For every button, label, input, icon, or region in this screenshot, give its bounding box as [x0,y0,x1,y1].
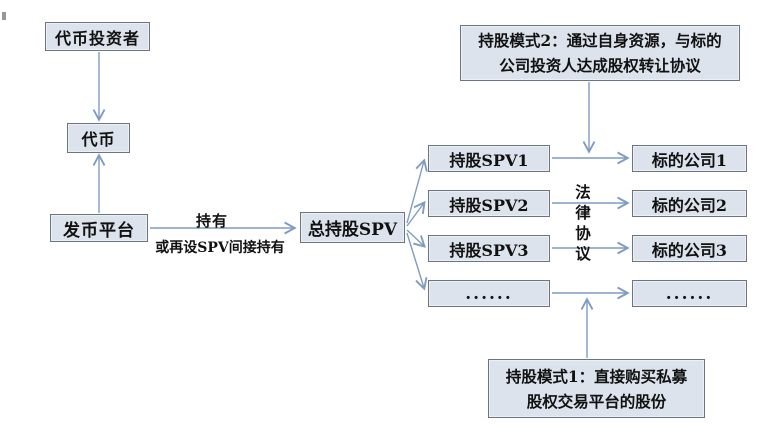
arrow-masterspv-to-spvmore [406,232,424,288]
node-spv-more: ...... [428,280,550,307]
node-target-company-2: 标的公司2 [632,190,747,217]
node-spv3: 持股SPV3 [428,235,550,262]
edge-label-hold: 持有 [195,212,228,230]
node-target-more: ...... [632,280,747,307]
node-token-investor: 代币投资者 [45,22,150,51]
node-spv2: 持股SPV2 [428,190,550,217]
edge-label-indirect-hold: 或再设SPV间接持有 [155,240,285,256]
arrow-masterspv-to-spv3 [406,229,424,246]
edge-label-legal-agreement: 法律协议 [573,184,592,266]
annotation-holding-mode-2: 持股模式2：通过自身资源，与标的 公司投资人达成股权转让协议 [460,25,740,81]
node-spv1: 持股SPV1 [428,145,550,172]
arrow-masterspv-to-spv2 [406,203,424,227]
annotation-holding-mode-1: 持股模式1：直接购买私募 股权交易平台的股份 [488,359,705,418]
node-token: 代币 [67,123,130,153]
mode2-line2: 公司投资人达成股权转让协议 [499,56,701,75]
mode2-line1: 持股模式2：通过自身资源，与标的 [478,31,722,50]
node-master-spv: 总持股SPV [300,212,405,243]
arrow-masterspv-to-spv1 [406,161,424,224]
node-issuer-platform: 发币平台 [50,214,148,242]
cropped-mark-artifact [2,12,6,20]
mode1-line1: 持股模式1：直接购买私募 [505,366,688,386]
node-target-company-1: 标的公司1 [632,145,747,172]
mode1-line2: 股权交易平台的股份 [526,391,667,411]
node-target-company-3: 标的公司3 [632,235,747,262]
